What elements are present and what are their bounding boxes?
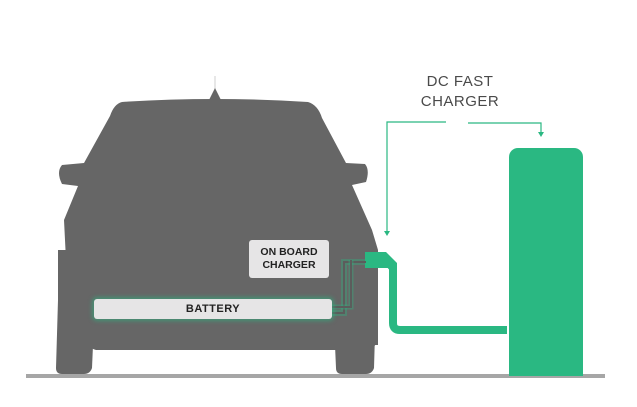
on-board-charger-label-line1: ON BOARD [260,246,318,258]
charging-cable [382,256,507,334]
on-board-charger-label-line2: CHARGER [262,259,316,271]
dc-fast-charger-label: DC FAST CHARGER [400,72,520,112]
car-silhouette [56,76,378,374]
ground-line [26,374,605,378]
arrow-down-icon [384,231,390,236]
battery-label: BATTERY [185,303,241,315]
internal-wiring [332,259,366,316]
dc-charger-callout [386,121,542,232]
arrow-down-icon [538,132,544,137]
charging-plug [365,252,397,268]
on-board-charger-box: ON BOARD CHARGER [249,240,329,278]
dc-fast-charger-label-line2: CHARGER [420,93,500,110]
dc-fast-charger-label-line1: DC FAST [426,73,494,90]
battery-box: BATTERY [94,299,332,319]
